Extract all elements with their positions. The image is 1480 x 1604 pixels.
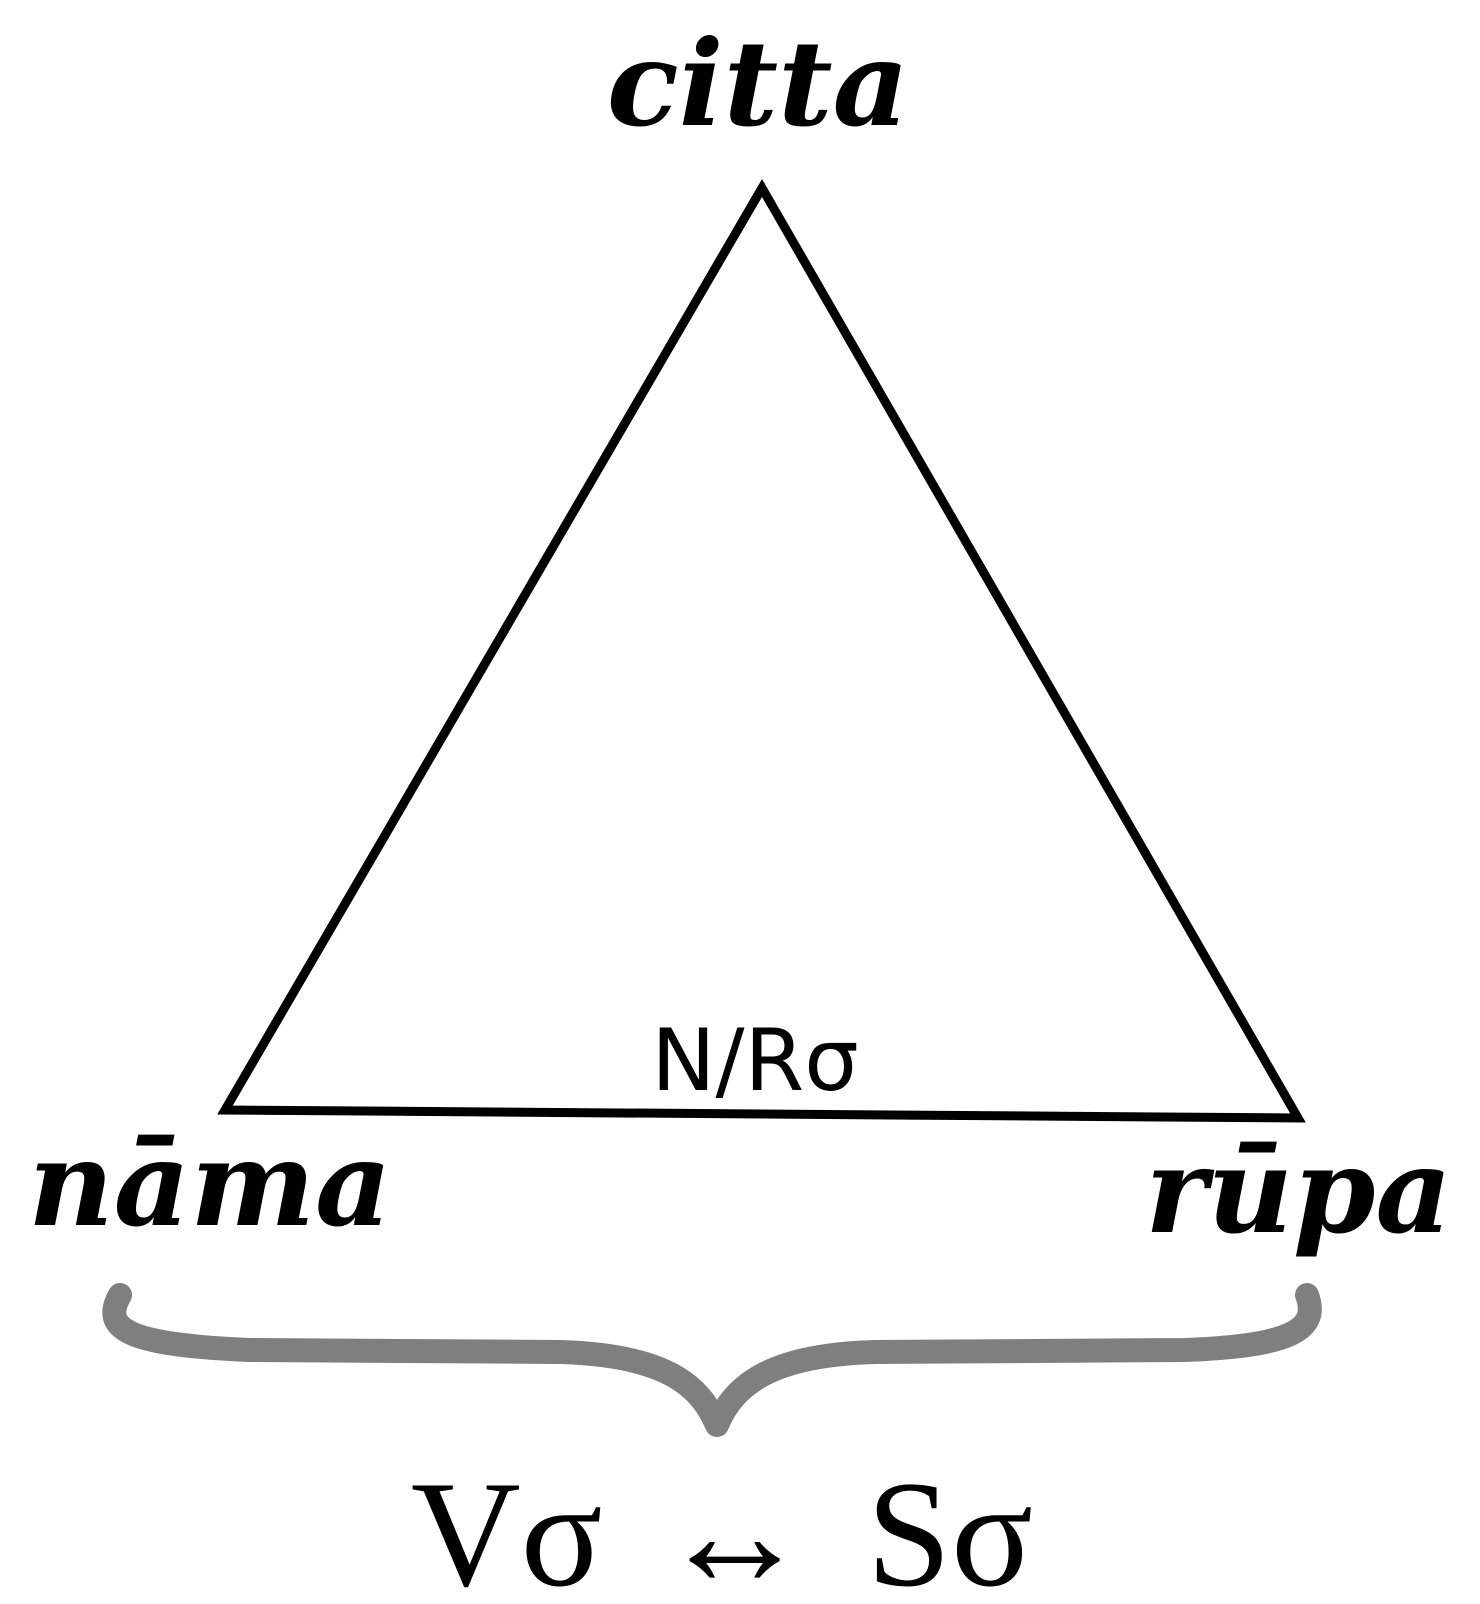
vertex-label-rupa: rūpa bbox=[1145, 1121, 1452, 1260]
vertex-label-citta: citta bbox=[607, 14, 909, 153]
double-arrow-icon: ↔ bbox=[659, 1450, 811, 1604]
bottom-left-term: Vσ bbox=[411, 1450, 603, 1604]
base-edge-label: N/Rσ bbox=[651, 1011, 859, 1111]
vertex-label-nama: nāma bbox=[28, 1114, 392, 1253]
bottom-right-term: Sσ bbox=[867, 1450, 1033, 1604]
bottom-expression: Vσ ↔ Sσ bbox=[411, 1450, 1033, 1604]
curly-brace bbox=[102, 1283, 1322, 1437]
triangle bbox=[217, 179, 1306, 1123]
